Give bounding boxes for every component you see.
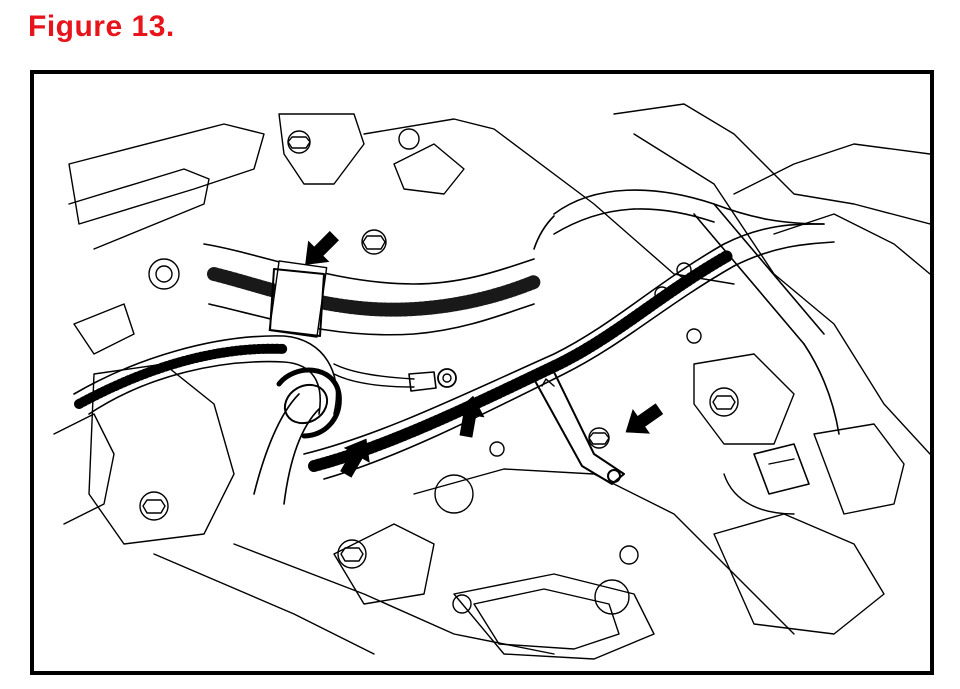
figure-title: Figure 13. bbox=[28, 10, 175, 43]
engine-block-outline bbox=[53, 103, 930, 660]
harness-clamp-icon bbox=[253, 367, 342, 505]
pipe bbox=[693, 203, 840, 435]
ground-terminal-icon bbox=[333, 363, 457, 392]
bolt-icon bbox=[139, 128, 739, 615]
arrow-icon bbox=[625, 403, 664, 434]
diagram-frame bbox=[30, 70, 934, 675]
arrows bbox=[305, 231, 664, 478]
arrow-icon bbox=[454, 395, 485, 438]
connector bbox=[723, 443, 810, 515]
arrow-icon bbox=[340, 438, 370, 478]
ground-strap bbox=[533, 371, 625, 485]
engine-harness-diagram bbox=[53, 103, 930, 660]
harness-upper bbox=[203, 243, 541, 338]
arrow-icon bbox=[305, 231, 339, 265]
harness-lower bbox=[73, 189, 835, 480]
